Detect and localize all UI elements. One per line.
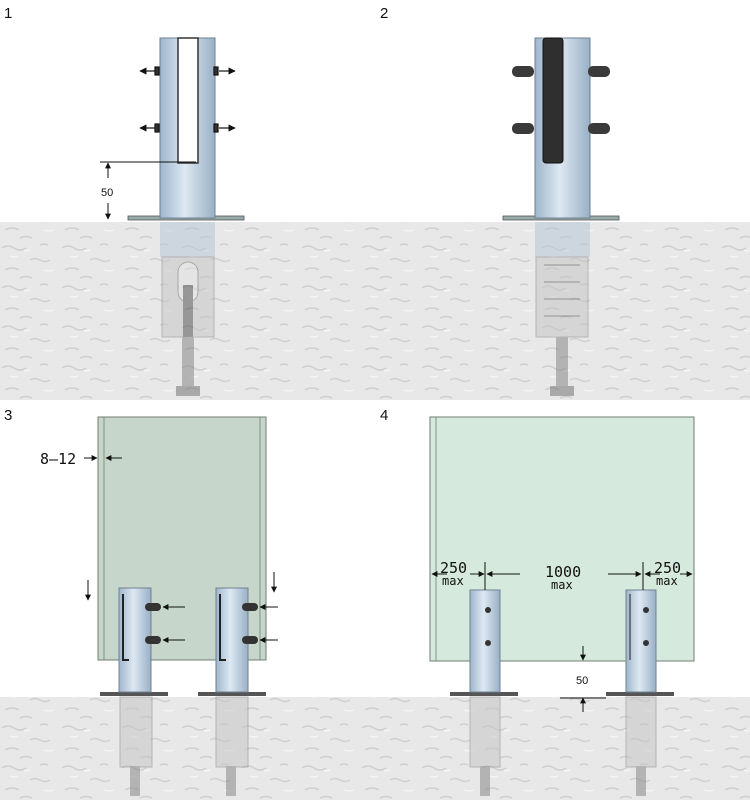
right-gap-value: 250 [654, 559, 681, 577]
post-spacing-value: 1000 [545, 563, 581, 581]
anchor-sleeve [535, 222, 590, 396]
step-2: 2 [372, 5, 750, 400]
step-3-number: 3 [4, 407, 12, 424]
left-gap-note: max [442, 574, 464, 588]
glass-gasket [542, 37, 564, 164]
step-4-number: 4 [380, 407, 388, 424]
step-1-number: 1 [4, 5, 12, 22]
ground-section [0, 697, 372, 800]
step-4: 4 [372, 407, 750, 800]
step-1: 1 [0, 5, 372, 400]
glass-thickness-label: 8–12 [40, 450, 76, 468]
post-left [100, 587, 185, 796]
anchor-sleeve [160, 222, 215, 396]
right-gap-note: max [656, 574, 678, 588]
step-2-number: 2 [380, 5, 388, 22]
spacing-dimensions [431, 562, 693, 712]
post-spacing-note: max [551, 578, 573, 592]
post-right [198, 587, 278, 796]
left-gap-value: 250 [440, 559, 467, 577]
glass-slot [177, 37, 199, 164]
dimension-50 [100, 161, 196, 220]
bottom-clearance-label: 50 [576, 675, 588, 687]
ground-section [372, 697, 750, 800]
dimension-label: 50 [101, 187, 113, 199]
set-screws [512, 66, 610, 134]
post-right [606, 589, 674, 796]
post-left [450, 589, 518, 796]
screw-arrows [139, 66, 236, 133]
step-3: 3 [0, 407, 372, 800]
